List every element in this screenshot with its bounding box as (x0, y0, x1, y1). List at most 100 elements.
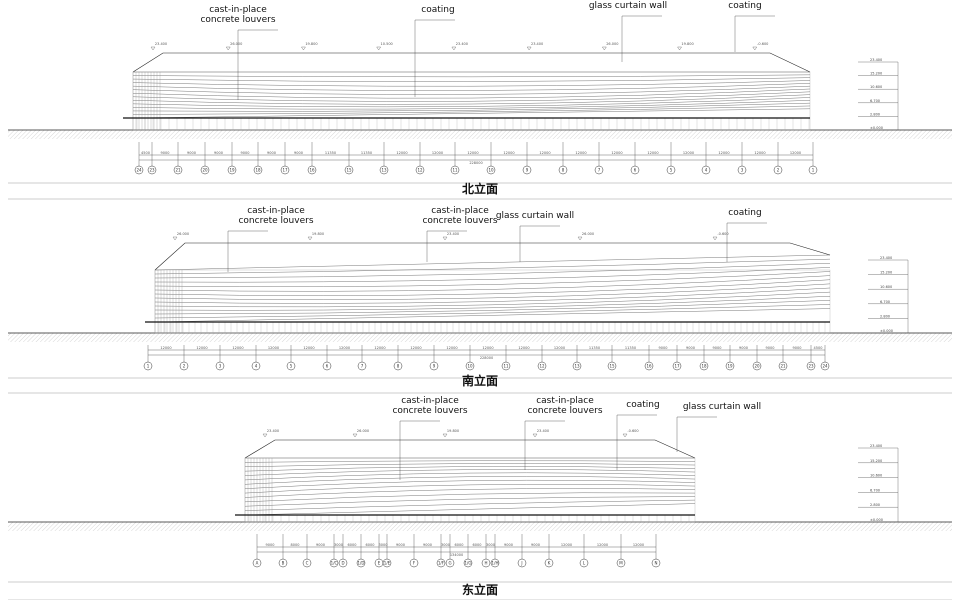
axis-bubble (286, 361, 296, 371)
axis-bubble (215, 361, 225, 371)
level-marker-icon (352, 433, 358, 438)
axis-label: 3 (219, 364, 222, 369)
elevation-mark: 26.000 (606, 42, 618, 46)
elevation-mark: 23.400 (447, 232, 459, 236)
dimension-value: 12000 (683, 151, 694, 155)
axis-label: 8 (397, 364, 400, 369)
callout-leader (616, 414, 657, 470)
callout-label: glass curtain wall (589, 1, 667, 11)
dimension-value: 6000 (348, 543, 357, 547)
louver-line (244, 463, 696, 467)
axis-label: 1/H (492, 561, 499, 566)
dimension-value: 12000 (633, 543, 644, 547)
axis-label: 23 (808, 364, 814, 369)
dimension-value: 9000 (504, 543, 513, 547)
axis-bubble (445, 558, 455, 568)
dimension-value: 12000 (611, 151, 622, 155)
axis-bubble (393, 361, 403, 371)
axis-bubble (465, 361, 475, 371)
louver-line (132, 88, 811, 99)
dimension-value: 12000 (575, 151, 586, 155)
axis-bubble (594, 165, 604, 175)
axis-bubble (607, 361, 617, 371)
elevation-mark: 23.400 (456, 42, 468, 46)
axis-label: 20 (754, 364, 760, 369)
louver-line (154, 296, 831, 311)
axis-label: 6 (634, 168, 637, 173)
louver-line (154, 300, 831, 315)
axis-label: 16 (309, 168, 315, 173)
axis-bubble (820, 361, 830, 371)
axis-bubble (302, 558, 312, 568)
callout-label: coating (728, 1, 761, 11)
elevation-title: 东立面 (462, 582, 498, 597)
level-value: ±0.000 (870, 126, 883, 130)
axis-bubble (666, 165, 676, 175)
callout-leader (676, 416, 717, 452)
louver-line (132, 100, 811, 110)
dimension-value: 11350 (325, 151, 336, 155)
axis-bubble (737, 165, 747, 175)
level-marker-icon (602, 46, 607, 51)
callout-line1: cast-in-place (431, 206, 489, 216)
louver-line (154, 275, 831, 292)
level-value: 15.200 (870, 459, 882, 463)
axis-bubble (253, 165, 263, 175)
dimension-value: 11350 (625, 346, 636, 350)
louver-line (244, 472, 696, 481)
axis-label: N (655, 561, 658, 566)
axis-label: 3 (741, 168, 744, 173)
axis-bubble (808, 165, 818, 175)
callout-label: coating (626, 400, 659, 410)
axis-bubble (579, 558, 589, 568)
elevation-mark: 23.400 (537, 429, 549, 433)
dimension-value: 9000 (266, 543, 275, 547)
axis-label: C (306, 561, 309, 566)
louver-line (244, 484, 696, 494)
dimension-value: 12000 (539, 151, 550, 155)
level-marker-icon (451, 46, 457, 51)
louver-line (154, 308, 831, 323)
axis-bubble (486, 165, 496, 175)
dimension-value: 6000 (473, 543, 482, 547)
axis-label: 7 (361, 364, 364, 369)
axis-label: 13 (574, 364, 580, 369)
elevation-mark: -0.600 (627, 429, 638, 433)
level-marker-icon (307, 236, 313, 241)
axis-label: 2 (777, 168, 780, 173)
level-value: 6.700 (870, 99, 880, 103)
axis-bubble (558, 165, 568, 175)
axis-label: M (619, 561, 623, 566)
axis-label: 24 (822, 364, 828, 369)
axis-bubble (278, 558, 288, 568)
level-marker-icon (172, 236, 178, 241)
elevation-mark: 19.800 (681, 42, 693, 46)
callout-line1: coating (728, 1, 761, 11)
ground-hatch (8, 130, 952, 139)
elevation-mark: 26.000 (177, 232, 189, 236)
level-value: 23.400 (870, 58, 882, 62)
callout-line1: cast-in-place (247, 206, 305, 216)
axis-label: 17 (282, 168, 288, 173)
axis-bubble (415, 165, 425, 175)
louver-line (154, 283, 831, 300)
level-marker-icon (150, 46, 156, 51)
dimension-value: 12000 (647, 151, 658, 155)
dimension-value: 4500 (814, 346, 823, 350)
louver-line (132, 108, 811, 119)
louver-line (132, 97, 811, 108)
louver-line (132, 85, 811, 95)
level-marker-icon (262, 433, 268, 438)
level-marker-icon (677, 46, 682, 51)
callout-leader (621, 15, 662, 62)
dimension-value: 9000 (161, 151, 170, 155)
axis-bubble (537, 361, 547, 371)
callout-line1: cast-in-place (401, 396, 459, 406)
louver-line (132, 91, 811, 102)
axis-bubble (252, 558, 262, 568)
callout-leader (726, 222, 767, 262)
louver-line (244, 488, 696, 498)
